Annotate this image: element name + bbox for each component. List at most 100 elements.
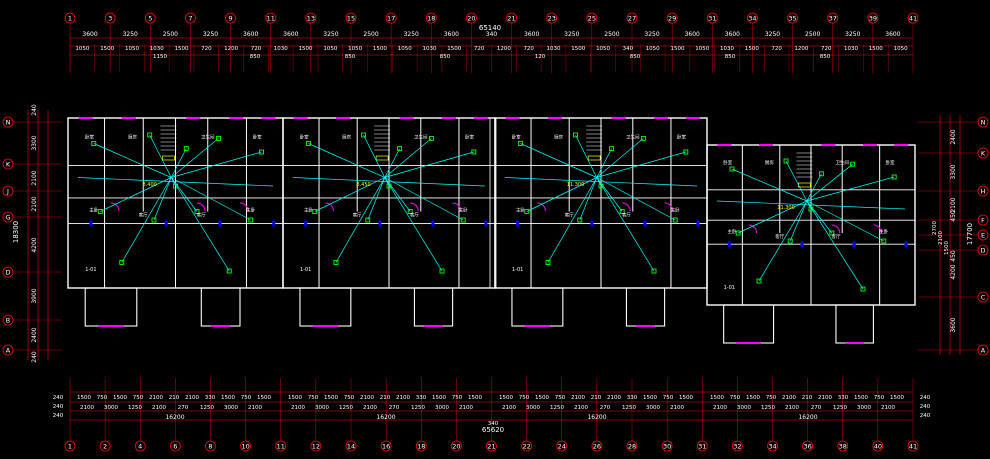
left-axis-J-circle [2, 185, 14, 197]
bottom-dim-text-r1: 1500 [499, 395, 513, 401]
unit-1-balcony-1 [200, 287, 241, 327]
top-axis-29-label: 29 [668, 15, 676, 23]
unit-3-wire-run [504, 177, 698, 187]
bottom-dim-text-r2: 1250 [339, 405, 353, 411]
top-axis-41-label: 41 [909, 15, 917, 23]
unit-1-balcony-0 [84, 287, 138, 327]
unit-2-fixture [305, 141, 311, 146]
bottom-dim-text-r1: 750 [241, 395, 252, 401]
top-axis-7-label: 7 [188, 15, 192, 23]
unit-2-fixture [439, 268, 445, 274]
unit-2-fixture [361, 132, 367, 138]
unit-3-fixture [598, 183, 604, 189]
bottom-edge-dim-right: 240 [920, 395, 931, 401]
top-dim-text-r2: 1500 [869, 46, 883, 52]
unit-4-room-label: 客厅 [831, 233, 840, 240]
bottom-dim-text-r2: 3000 [857, 405, 871, 411]
bottom-axis-12-circle [310, 440, 322, 452]
unit-3-wall-marker [590, 220, 594, 227]
bottom-dim-text-r1: 1500 [77, 395, 91, 401]
unit-3-wire [526, 177, 597, 212]
top-dim-text-r1: 340 [486, 31, 498, 38]
unit-2-wire [384, 151, 474, 178]
room-labels: 卧室厨房卫生间卧室主卧客厅客厅主卧1-018.400卧室厨房卫生间卧室主卧客厅客… [85, 133, 895, 291]
unit-4-fixture [735, 230, 741, 236]
building-walls [67, 116, 916, 344]
top-dim-text-r2: 720 [201, 46, 212, 52]
bottom-dim-text-r1: 750 [308, 395, 319, 401]
bottom-axis-21-circle [486, 440, 497, 452]
unit-3-wall-marker [696, 220, 700, 227]
bottom-axis-16-label: 16 [382, 443, 390, 451]
top-axis-34-label: 34 [748, 15, 756, 23]
bottom-axis-14-circle [345, 440, 357, 452]
top-axis-11-circle [265, 12, 277, 24]
unit-2-room-label: 厨房 [342, 133, 351, 140]
unit-4-room-label: 卧室 [886, 159, 895, 166]
unit-1-elevation: 8.400 [143, 182, 157, 188]
unit-1-wall-marker [164, 220, 168, 227]
left-axis-G-circle [2, 211, 14, 223]
unit-4-fixture [891, 174, 897, 180]
settlement-joint [489, 117, 497, 289]
bottom-dim-text-r1: 1500 [324, 395, 338, 401]
unit-1-wire [153, 177, 172, 221]
unit-4-fixture [860, 286, 866, 292]
bottom-dim-text-r2: 3000 [224, 405, 238, 411]
right-axis-F-circle [977, 214, 989, 226]
bottom-dim-text-r1: 1500 [535, 395, 549, 401]
right-axis-D-circle [977, 244, 989, 256]
unit-1-wire [171, 177, 251, 221]
bottom-dim-text-r2: 2100 [80, 405, 94, 411]
top-dim-text-r2: 1500 [100, 46, 114, 52]
bottom-dim-text-r1: 2100 [571, 395, 585, 401]
unit-4-wall-marker [852, 241, 856, 248]
top-dim-text-r3: 120 [535, 54, 546, 60]
bottom-dim-text-r1: 1500 [854, 395, 868, 401]
bottom-axis-2-circle [99, 440, 111, 452]
unit-1-door-swing [110, 202, 120, 212]
top-axis-3-label: 3 [108, 15, 112, 23]
bottom-dim-text-r1: 2100 [396, 395, 410, 401]
unit-1-room-label: 卧室 [253, 133, 262, 140]
bottom-axis-6-label: 6 [173, 443, 177, 451]
unit-4-fixture [829, 230, 835, 236]
bottom-axis-22-label: 22 [522, 443, 530, 451]
unit-2-fixture [333, 260, 339, 265]
unit-3-room-label: 主卧 [516, 207, 525, 214]
bottom-mid-dim: 340 [488, 421, 499, 427]
top-axis-23-circle [546, 12, 558, 24]
unit-1-fixture [226, 268, 232, 274]
bottom-axis-22-circle [521, 440, 533, 452]
top-axis-23-label: 23 [548, 15, 556, 23]
bottom-axis-18-label: 18 [417, 443, 425, 451]
top-dim-text-r2: 1030 [423, 46, 437, 52]
bottom-edge-dim-left: 240 [53, 404, 64, 410]
unit-1-stair-marker [162, 155, 175, 161]
bottom-dim-text-r2: 2100 [785, 405, 799, 411]
top-axis-13-label: 13 [307, 15, 315, 23]
unit-2-wall-marker [304, 220, 308, 227]
bottom-dim-text-r2: 3000 [646, 405, 660, 411]
top-axis-27-circle [626, 12, 638, 24]
bottom-dim-text-r2: 1250 [833, 405, 847, 411]
top-dim-text-r2: 720 [523, 46, 534, 52]
bottom-dim-text-r2: 2100 [459, 405, 473, 411]
bottom-dim-text-r1: 2100 [360, 395, 374, 401]
right-dim-text: 3600 [950, 317, 957, 332]
unit-4-wire [785, 160, 808, 202]
top-dim-text-r2: 1050 [596, 46, 610, 52]
electrical-fixtures [91, 132, 897, 292]
bottom-axis-2-label: 2 [103, 443, 107, 451]
bottom-axis-12-label: 12 [312, 443, 320, 451]
unit-2-stair-label: 1-01 [300, 267, 311, 273]
unit-4-wire [806, 200, 884, 242]
left-axis-B-label: B [6, 317, 10, 325]
unit-4-wire [806, 200, 864, 290]
top-dim-text-r2: 720 [474, 46, 485, 52]
unit-4-stair-marker [798, 182, 811, 188]
bottom-axis-16-circle [380, 440, 392, 452]
bottom-axis-26-label: 26 [593, 443, 601, 451]
top-dim-text-r2: 1500 [175, 46, 189, 52]
unit-3-wire [579, 177, 598, 221]
